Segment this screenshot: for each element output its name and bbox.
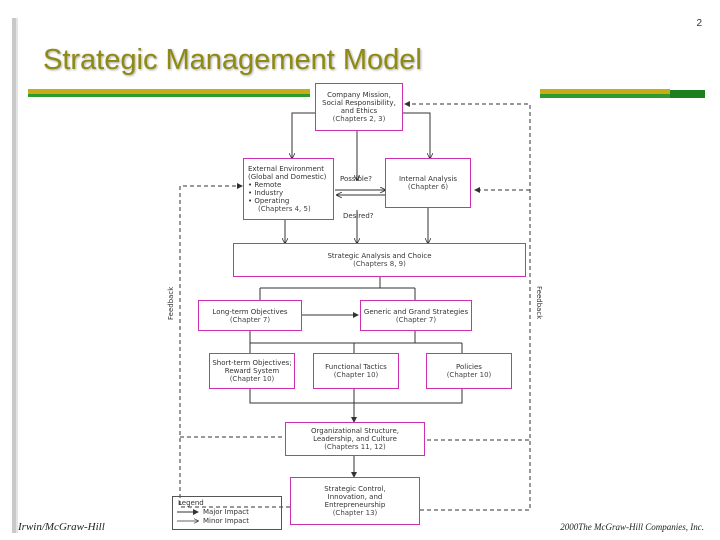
external-line2: (Global and Domestic) (248, 173, 327, 181)
policies-line1: Policies (456, 363, 482, 371)
external-bullet-industry: • Industry (248, 189, 284, 197)
title-rule-gold-left (28, 89, 310, 94)
box-grand-strategies: Generic and Grand Strategies (Chapter 7) (360, 300, 472, 331)
external-line1: External Environment (248, 165, 324, 173)
slide-number: 2 (696, 18, 702, 29)
external-bullet-operating: • Operating (248, 197, 290, 205)
control-chapter: (Chapter 13) (332, 509, 378, 517)
title-rule-green-right (540, 94, 705, 98)
box-strategic-control: Strategic Control, Innovation, and Entre… (290, 477, 420, 525)
box-functional-tactics: Functional Tactics (Chapter 10) (313, 353, 399, 389)
external-bullet-remote: • Remote (248, 181, 282, 189)
policies-chapter: (Chapter 10) (446, 371, 492, 379)
box-internal-analysis: Internal Analysis (Chapter 6) (385, 158, 471, 208)
slide-left-border (12, 18, 16, 533)
mission-chapter: (Chapters 2, 3) (332, 115, 386, 123)
external-chapter: (Chapters 4, 5) (258, 205, 311, 213)
control-line1: Strategic Control, (324, 485, 386, 493)
box-external-environment: External Environment (Global and Domesti… (243, 158, 334, 220)
box-organizational-structure: Organizational Structure, Leadership, an… (285, 422, 425, 456)
box-strategic-analysis: Strategic Analysis and Choice (Chapters … (233, 243, 526, 277)
long-term-line1: Long-term Objectives (212, 307, 288, 316)
mission-line3: and Ethics (340, 107, 378, 115)
strategic-analysis-line1: Strategic Analysis and Choice (327, 252, 432, 260)
internal-line1: Internal Analysis (398, 175, 458, 183)
internal-chapter: (Chapter 6) (407, 183, 449, 191)
title-rule-gold-right (540, 89, 670, 94)
feedback-label-right: Feedback (535, 286, 543, 320)
short-term-line2: Reward System (224, 367, 280, 375)
grand-chapter: (Chapter 7) (395, 315, 437, 324)
control-line2: Innovation, and (327, 493, 383, 501)
grand-line1: Generic and Grand Strategies (363, 307, 469, 316)
org-chapter: (Chapters 11, 12) (324, 443, 386, 451)
slide-left-border-shadow (16, 18, 18, 533)
org-line1: Organizational Structure, (311, 427, 399, 435)
title-rule-green-block (670, 90, 705, 98)
legend-title: Legend (178, 499, 204, 507)
footer-copyright: 2000The McGraw-Hill Companies, Inc. (560, 522, 704, 532)
box-policies: Policies (Chapter 10) (426, 353, 512, 389)
legend: Legend Major Impact Minor Impact (172, 496, 282, 530)
box-long-term-objectives: Long-term Objectives (Chapter 7) (198, 300, 302, 331)
legend-minor-impact: Minor Impact (203, 517, 250, 525)
mission-line1: Company Mission, (327, 91, 391, 99)
box-short-term-objectives: Short-term Objectives; Reward System (Ch… (209, 353, 295, 389)
functional-chapter: (Chapter 10) (333, 371, 379, 379)
footer-publisher: Irwin/McGraw-Hill (18, 521, 105, 533)
short-term-chapter: (Chapter 10) (229, 375, 275, 383)
strategic-analysis-chapter: (Chapters 8, 9) (353, 260, 406, 268)
slide-title: Strategic Management Model (43, 44, 422, 76)
control-line3: Entrepreneurship (324, 501, 386, 509)
label-desired: Desired? (343, 212, 374, 220)
mission-line2: Social Responsibility, (322, 99, 396, 107)
feedback-label-left: Feedback (167, 286, 175, 320)
legend-major-impact: Major Impact (203, 508, 249, 516)
functional-line1: Functional Tactics (325, 363, 387, 371)
title-rule-green-left (28, 94, 310, 97)
label-possible: Possible? (340, 175, 372, 183)
box-company-mission: Company Mission, Social Responsibility, … (315, 83, 403, 131)
org-line2: Leadership, and Culture (313, 435, 397, 443)
short-term-line1: Short-term Objectives; (212, 359, 292, 367)
long-term-chapter: (Chapter 7) (229, 315, 271, 324)
